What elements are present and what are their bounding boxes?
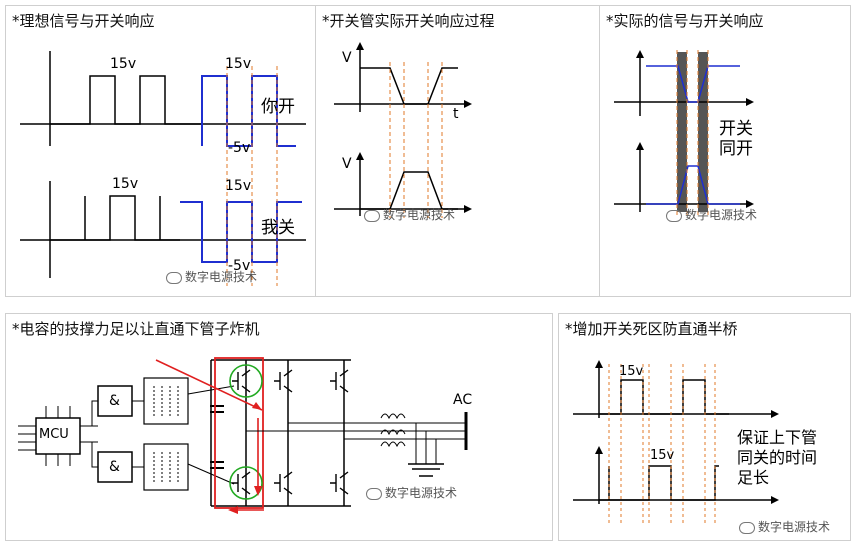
note-line1: 保证上下管 [737,428,818,447]
panel-ideal-signal: *理想信号与开关响应 15v 15v -5v 你开 15v 15v -5v 我关… [5,5,316,297]
panel-actual-switching: *开关管实际开关响应过程 V t V 数字电源技术 [315,5,600,297]
wechat-icon [366,487,382,500]
panel-shoot-through: *电容的技撑力足以让直通下管子炸机 [5,313,553,541]
voltage-label: 15v [225,56,252,72]
panel-deadtime-half-bridge: *增加开关死区防直通半桥 15v 15v 保证上下管 同关的时间 足长 数字电源… [558,313,851,541]
ac-label: AC [453,392,473,408]
wechat-icon [364,209,380,222]
and-gate-label: & [109,393,120,409]
voltage-label: 15v [619,364,644,379]
panel-title: *理想信号与开关响应 [12,12,155,30]
watermark: 数字电源技术 [366,484,457,501]
wechat-icon [739,521,755,534]
deadtime-waveforms [573,360,779,524]
voltage-label: 15v [112,176,139,192]
panel-title: *增加开关死区防直通半桥 [565,320,738,338]
voltage-label: 15v [110,56,137,72]
voltage-label: -5v [228,140,251,156]
overlap-waveforms [614,50,754,218]
panel-actual-signal-response: *实际的信号与开关响应 开关 同开 数字电源技术 [599,5,851,297]
watermark: 数字电源技术 [666,206,757,223]
axis-label-v: V [342,156,352,172]
label-close: 我关 [261,218,295,238]
label-switch-line2: 同开 [719,139,753,159]
axis-label-t: t [453,106,459,122]
watermark: 数字电源技术 [364,206,455,223]
panel-title: *电容的技撑力足以让直通下管子炸机 [12,320,260,338]
axis-label-v: V [342,50,352,66]
ideal-signal-waveforms [20,51,306,286]
note-line2: 同关的时间 [737,448,818,467]
label-open: 你开 [261,97,295,117]
note-line3: 足长 [737,468,770,487]
panel-title: *实际的信号与开关响应 [606,12,764,30]
panel-title: *开关管实际开关响应过程 [322,12,495,30]
mcu-label: MCU [39,427,69,442]
wechat-icon [666,209,682,222]
watermark: 数字电源技术 [739,518,830,535]
switching-process-waveforms [334,42,472,218]
voltage-label: -5v [228,258,251,274]
voltage-label: 15v [650,448,675,463]
half-bridge-circuit [18,357,468,514]
watermark: 数字电源技术 [166,268,257,285]
and-gate-label: & [109,459,120,475]
voltage-label: 15v [225,178,252,194]
label-switch-line1: 开关 [719,119,753,139]
wechat-icon [166,271,182,284]
